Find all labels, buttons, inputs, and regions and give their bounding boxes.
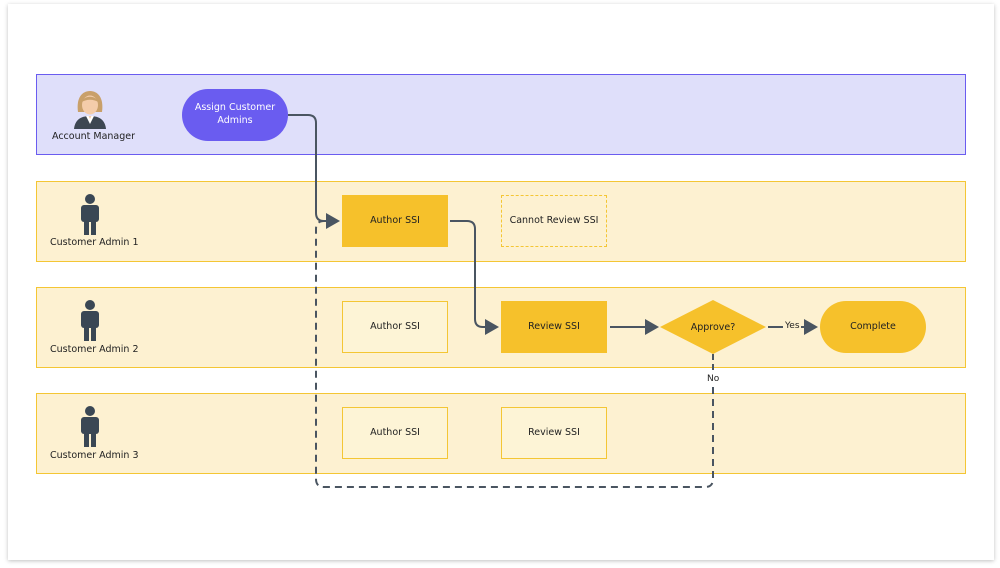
- node-cannot-review-label: Cannot Review SSI: [509, 214, 599, 226]
- edge-label-yes: Yes: [785, 321, 800, 331]
- node-approve-decision[interactable]: Approve?: [660, 300, 766, 354]
- node-review-3-label: Review SSI: [528, 426, 580, 438]
- node-cannot-review-ssi[interactable]: Cannot Review SSI: [501, 195, 607, 247]
- node-complete[interactable]: Complete: [820, 301, 926, 353]
- edge-label-no: No: [707, 374, 720, 384]
- node-author-3-label: Author SSI: [370, 426, 420, 438]
- node-review-2-label: Review SSI: [528, 320, 580, 332]
- node-assign-label: Assign Customer Admins: [194, 102, 276, 126]
- node-author-ssi-2[interactable]: Author SSI: [342, 301, 448, 353]
- node-review-ssi-3[interactable]: Review SSI: [501, 407, 607, 459]
- node-review-ssi-2[interactable]: Review SSI: [501, 301, 607, 353]
- node-author-ssi-3[interactable]: Author SSI: [342, 407, 448, 459]
- node-assign-customer-admins[interactable]: Assign Customer Admins: [182, 89, 288, 141]
- node-author-ssi-1[interactable]: Author SSI: [342, 195, 448, 247]
- person-silhouette-icon: [81, 194, 99, 235]
- node-complete-label: Complete: [850, 320, 896, 332]
- lane-label-customer-admin-2: Customer Admin 2: [50, 344, 139, 355]
- lane-label-customer-admin-3: Customer Admin 3: [50, 450, 139, 461]
- person-silhouette-icon: [81, 300, 99, 341]
- edge-assign-to-author: [288, 114, 340, 229]
- node-approve-label: Approve?: [690, 321, 736, 333]
- node-author-1-label: Author SSI: [370, 214, 420, 226]
- node-author-2-label: Author SSI: [370, 320, 420, 332]
- lane-label-customer-admin-1: Customer Admin 1: [50, 237, 139, 248]
- approve-diamond: [660, 300, 766, 354]
- lane-label-account-manager: Account Manager: [52, 131, 136, 142]
- woman-avatar-icon: [74, 91, 106, 129]
- person-silhouette-icon: [81, 406, 99, 447]
- edge-author-to-review: [450, 220, 499, 335]
- edge-no-loop: [315, 220, 714, 488]
